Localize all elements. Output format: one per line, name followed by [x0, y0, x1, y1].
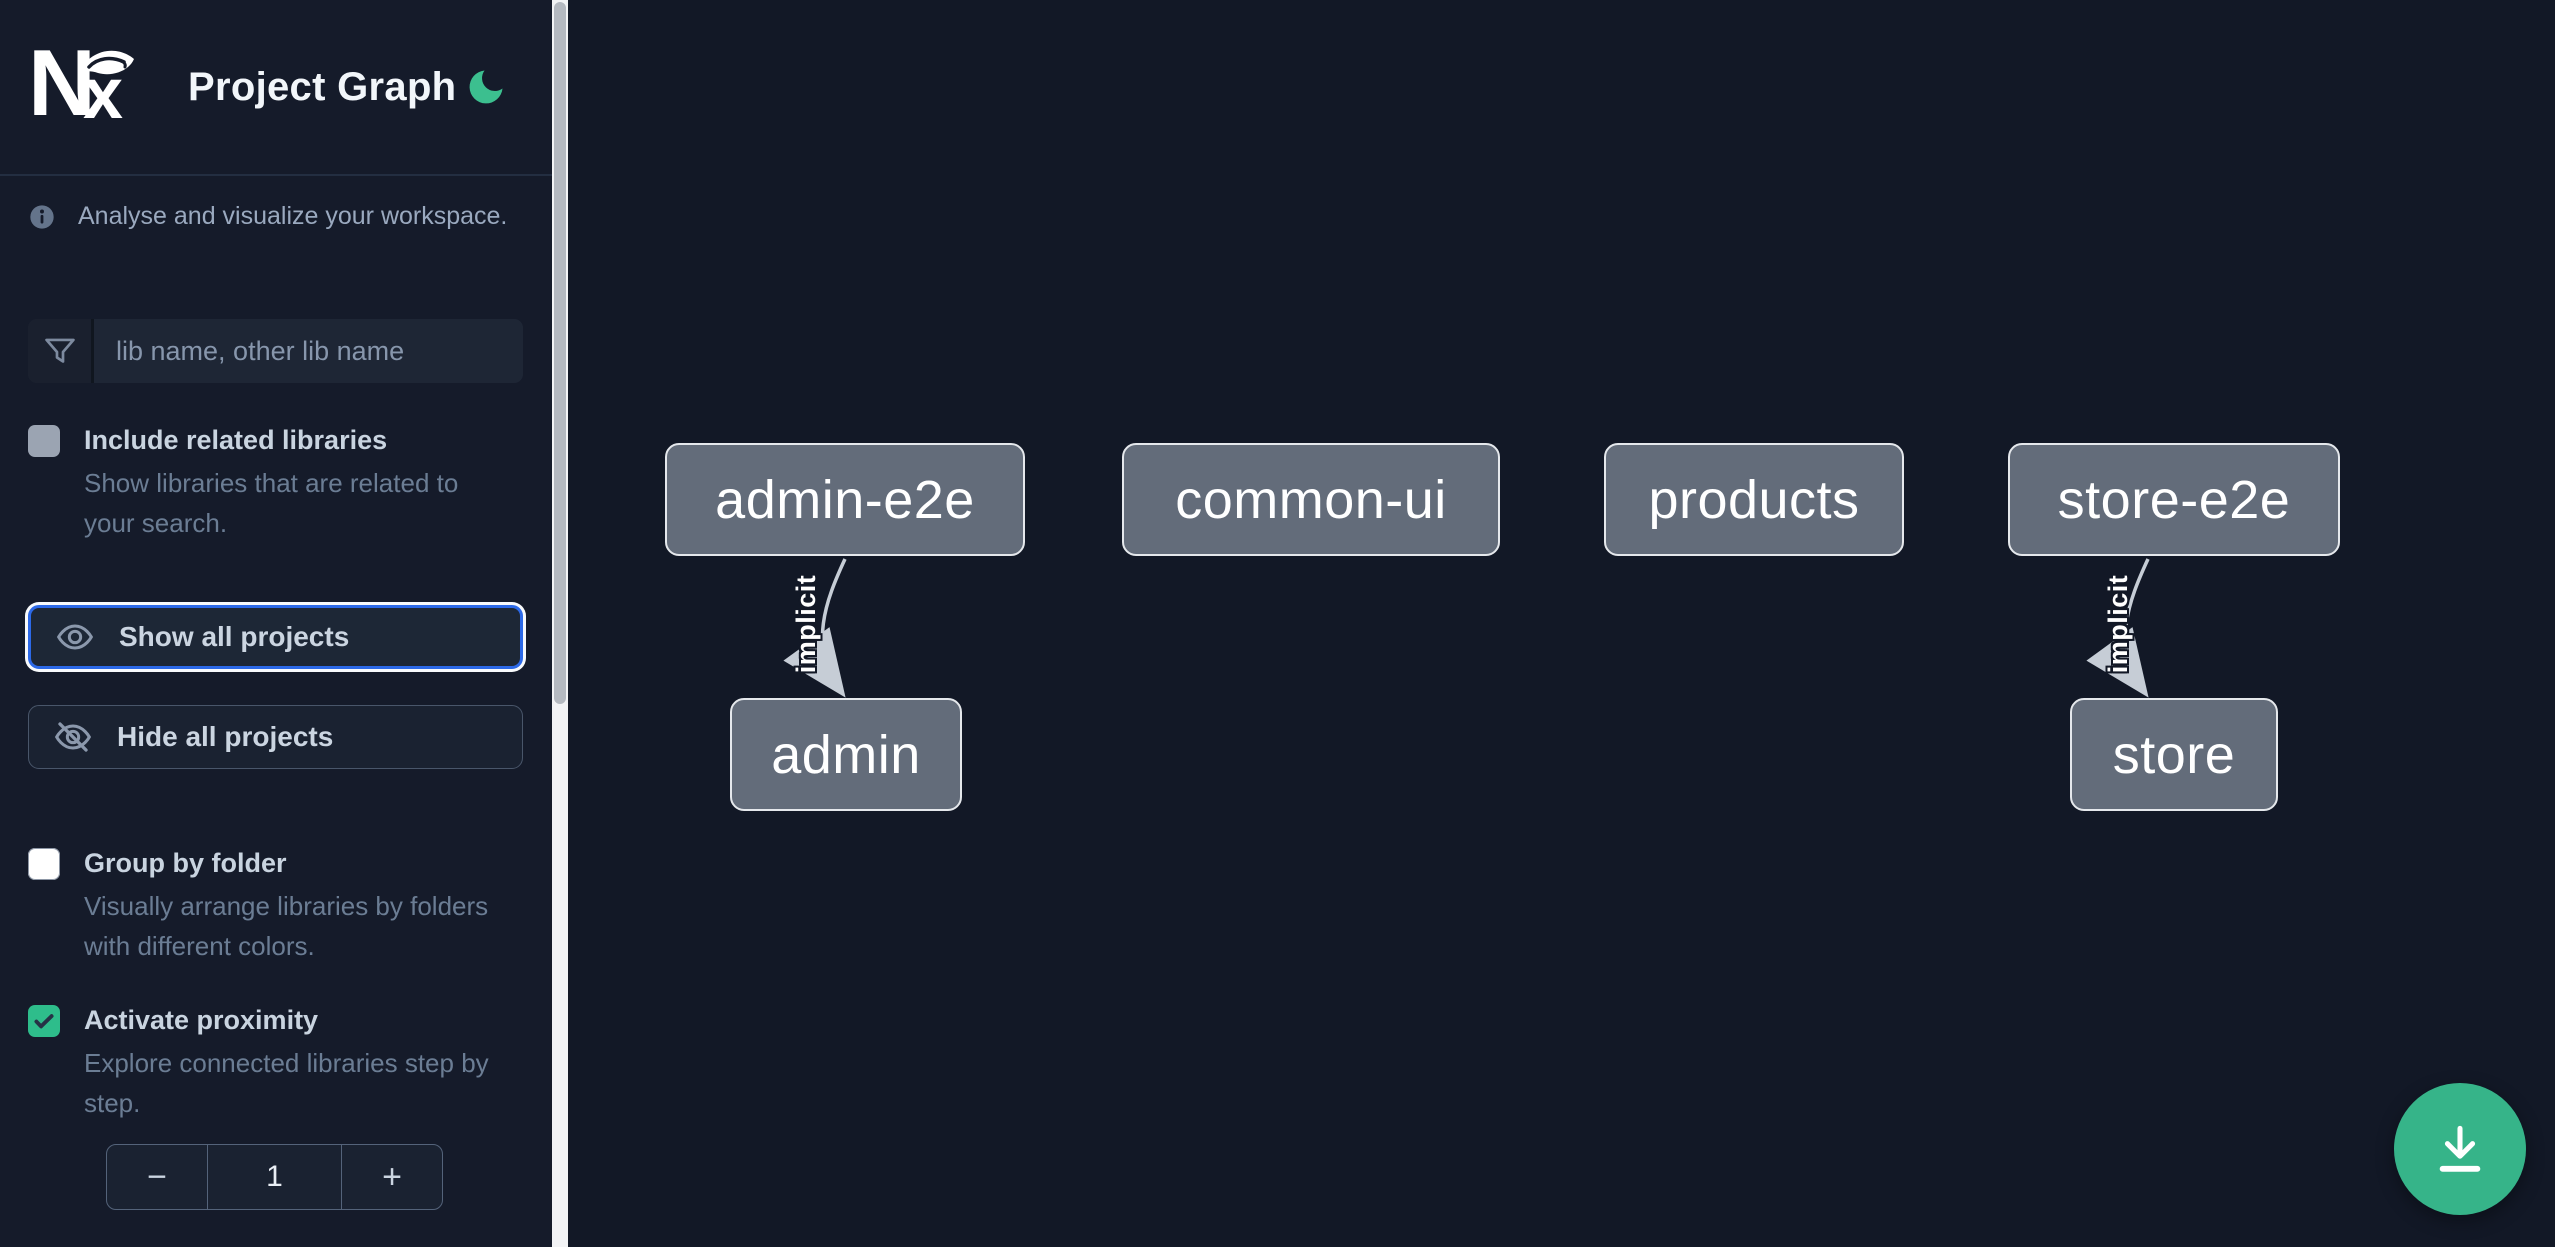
- page-title: Project Graph: [188, 64, 457, 109]
- eye-off-icon: [54, 722, 92, 752]
- show-all-projects-button[interactable]: Show all projects: [28, 605, 523, 669]
- graph-node-common-ui[interactable]: common-ui: [1122, 443, 1500, 556]
- graph-node-store-e2e[interactable]: store-e2e: [2008, 443, 2340, 556]
- workspace-info-text: Analyse and visualize your workspace.: [78, 202, 508, 230]
- graph-edges-layer: [783, 558, 2150, 698]
- moon-icon: [469, 70, 503, 104]
- sidebar-scrollbar-thumb[interactable]: [554, 2, 566, 704]
- activate-proximity-label[interactable]: Activate proximity: [84, 1005, 319, 1035]
- group-by-folder-description: Visually arrange libraries by folders wi…: [84, 891, 489, 961]
- sidebar-header: N x Project Graph: [0, 0, 552, 176]
- sidebar-scrollbar-track: [552, 0, 568, 1247]
- edge-admin-e2e-to-admin: [783, 558, 847, 698]
- nx-logo-swoosh: [79, 50, 134, 75]
- graph-node-products[interactable]: products: [1604, 443, 1904, 556]
- edge-label-implicit-admin: implicit: [790, 574, 821, 674]
- hide-all-projects-label: Hide all projects: [117, 721, 334, 752]
- edge-label-implicit-store: implicit: [2102, 574, 2133, 674]
- activate-proximity-description: Explore connected libraries step by step…: [84, 1048, 489, 1118]
- filter-input[interactable]: [94, 319, 523, 383]
- filter-bar: [28, 319, 523, 383]
- nx-logo: N x: [28, 36, 134, 130]
- hide-all-projects-button[interactable]: Hide all projects: [28, 705, 523, 769]
- graph-canvas[interactable]: admin-e2e common-ui products store-e2e a…: [568, 0, 2555, 1247]
- toggle-activate-proximity: Activate proximity Explore connected lib…: [28, 1003, 568, 1123]
- checkmark-icon: [34, 1014, 54, 1029]
- download-icon: [2439, 1125, 2481, 1172]
- show-all-projects-label: Show all projects: [119, 621, 350, 652]
- nx-logo-n: N: [28, 30, 96, 135]
- edge-store-e2e-to-store: [2086, 558, 2150, 698]
- workspace-info: Analyse and visualize your workspace.: [28, 202, 540, 231]
- toggle-include-related: Include related libraries Show libraries…: [28, 423, 568, 543]
- graph-node-store[interactable]: store: [2070, 698, 2278, 811]
- eye-icon: [56, 624, 94, 650]
- proximity-increase-button[interactable]: +: [342, 1145, 442, 1209]
- info-icon: [30, 204, 54, 229]
- include-related-checkbox[interactable]: [28, 425, 60, 457]
- include-related-description: Show libraries that are related to your …: [84, 468, 459, 538]
- download-graph-button[interactable]: [2394, 1083, 2526, 1215]
- toggle-group-by-folder: Group by folder Visually arrange librari…: [28, 846, 568, 966]
- proximity-stepper: − 1 +: [106, 1144, 443, 1210]
- theme-toggle-button[interactable]: [464, 65, 508, 109]
- proximity-decrease-button[interactable]: −: [107, 1145, 207, 1209]
- graph-node-admin[interactable]: admin: [730, 698, 962, 811]
- include-related-label[interactable]: Include related libraries: [84, 425, 388, 455]
- activate-proximity-checkbox[interactable]: [28, 1005, 60, 1037]
- graph-node-admin-e2e[interactable]: admin-e2e: [665, 443, 1025, 556]
- group-by-folder-label[interactable]: Group by folder: [84, 848, 287, 878]
- group-by-folder-checkbox[interactable]: [28, 848, 60, 880]
- proximity-value: 1: [207, 1145, 342, 1209]
- sidebar: N x Project Graph Analyse a: [0, 0, 568, 1247]
- funnel-icon: [28, 319, 94, 383]
